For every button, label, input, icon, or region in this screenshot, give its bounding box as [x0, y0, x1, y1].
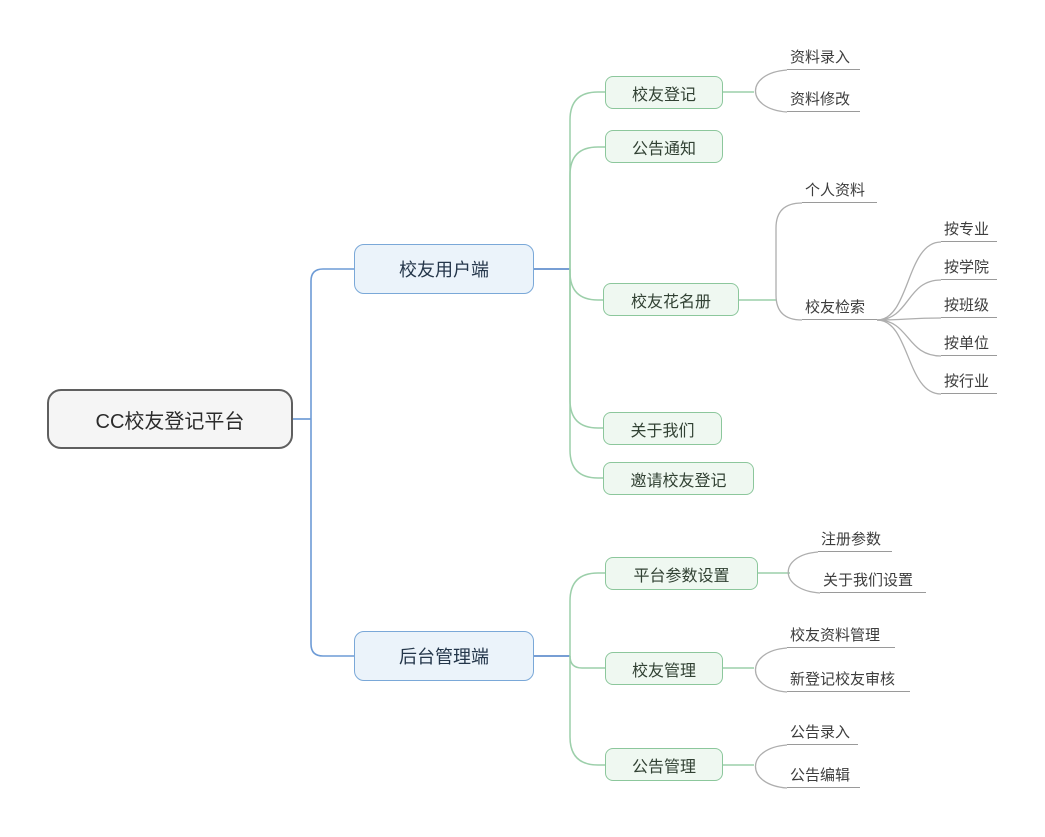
leaf-about-us-settings[interactable]: 关于我们设置: [820, 570, 926, 593]
connector-alumni-roster-fork: [775, 202, 803, 321]
child-node-alumni-management[interactable]: 校友管理: [605, 652, 723, 685]
leaf-alumni-search[interactable]: 校友检索: [802, 297, 877, 320]
leaf-announcement-edit[interactable]: 公告编辑: [787, 765, 860, 788]
child-node-platform-params[interactable]: 平台参数设置: [605, 557, 758, 590]
leaf-alumni-profile-management[interactable]: 校友资料管理: [787, 625, 895, 648]
connector-admin-to-alumni-management: [569, 655, 605, 669]
connector-search-to-by-employer: [876, 319, 942, 357]
child-node-announcement-management[interactable]: 公告管理: [605, 748, 723, 781]
connector-search-to-by-major: [876, 241, 942, 321]
child-node-alumni-roster[interactable]: 校友花名册: [603, 283, 739, 316]
child-node-announcement-notice[interactable]: 公告通知: [605, 130, 723, 163]
connector-search-to-by-class: [876, 317, 942, 321]
leaf-register-params[interactable]: 注册参数: [818, 529, 892, 552]
connector-alumni-register-fork: [755, 69, 788, 113]
leaf-new-alumni-review[interactable]: 新登记校友审核: [787, 669, 910, 692]
connector-user-to-about-us: [569, 269, 603, 429]
connector-alumni-management-fork: [754, 647, 788, 693]
child-node-invite-alumni-register[interactable]: 邀请校友登记: [603, 462, 754, 495]
connector-user-to-alumni-register: [569, 91, 605, 269]
connector-user-to-alumni-roster: [569, 269, 603, 301]
root-node-platform[interactable]: CC校友登记平台: [47, 389, 293, 449]
child-node-alumni-register[interactable]: 校友登记: [605, 76, 723, 109]
leaf-profile-entry[interactable]: 资料录入: [787, 47, 860, 70]
leaf-announcement-entry[interactable]: 公告录入: [787, 722, 858, 745]
connector-platform-params-fork: [787, 551, 821, 594]
branch-node-user-client[interactable]: 校友用户端: [354, 244, 534, 294]
leaf-by-industry[interactable]: 按行业: [941, 371, 997, 394]
branch-node-admin-backend[interactable]: 后台管理端: [354, 631, 534, 681]
leaf-by-employer[interactable]: 按单位: [941, 333, 997, 356]
connector-search-to-by-college: [876, 279, 942, 321]
connector-admin-to-platform-params: [569, 572, 605, 656]
connector-admin-to-announcement-management: [569, 656, 605, 766]
connector-search-to-by-industry: [876, 319, 942, 395]
leaf-by-college[interactable]: 按学院: [941, 257, 997, 280]
connector-announcement-management-fork: [754, 744, 788, 789]
leaf-by-class[interactable]: 按班级: [941, 295, 997, 318]
leaf-profile-edit[interactable]: 资料修改: [787, 89, 860, 112]
leaf-personal-profile[interactable]: 个人资料: [802, 180, 877, 203]
connector-user-to-invite-register: [569, 269, 603, 479]
connector-root-trunk: [310, 268, 354, 657]
connector-user-to-announcement-notice: [569, 146, 605, 269]
child-node-about-us[interactable]: 关于我们: [603, 412, 722, 445]
leaf-by-major[interactable]: 按专业: [941, 219, 997, 242]
